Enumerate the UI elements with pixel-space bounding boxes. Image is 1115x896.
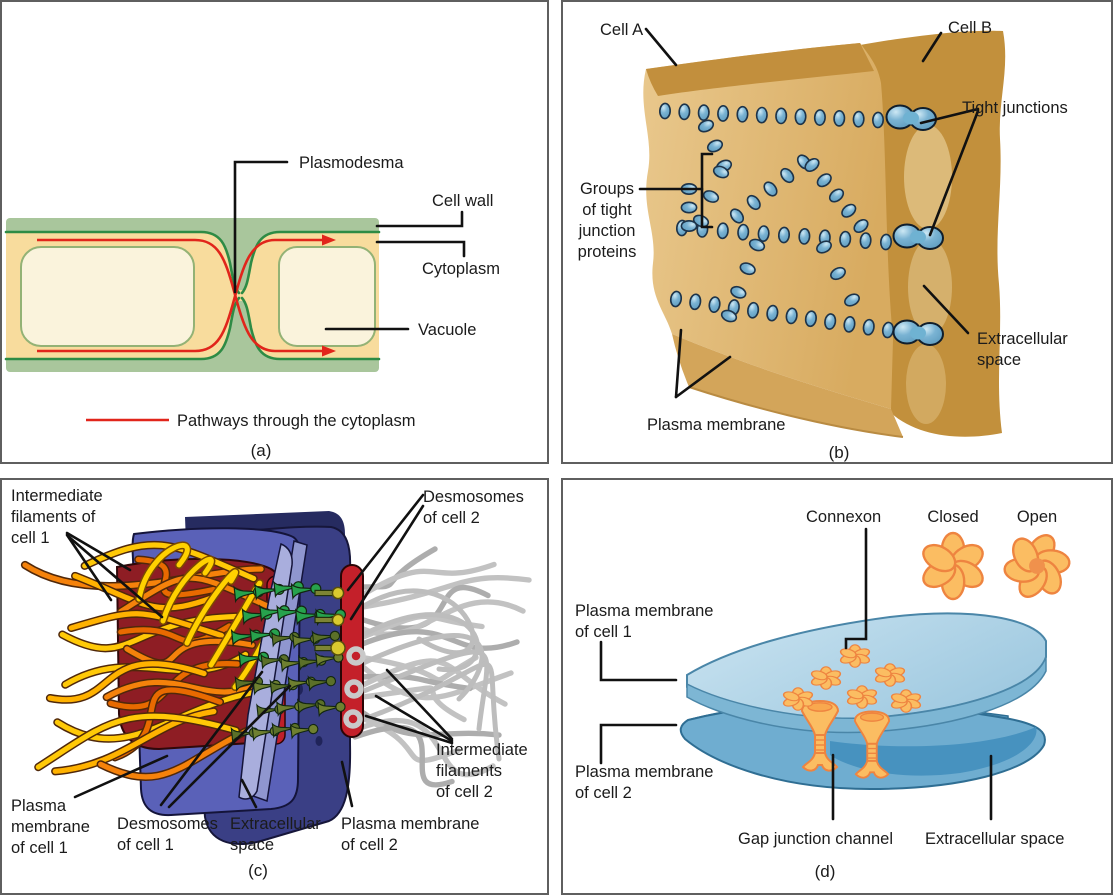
leader-plasma-membrane-2	[674, 355, 732, 399]
leader-if1	[67, 535, 164, 619]
leader-desmosomes2	[349, 504, 425, 621]
cadherin-pins	[230, 580, 347, 744]
leader-if1	[65, 531, 132, 572]
leader-desmosomes2	[346, 493, 425, 592]
leader-cytoplasm	[375, 240, 466, 258]
label-connexon: Connexon	[806, 508, 881, 526]
leader-desmosomes1	[159, 670, 264, 807]
label-closed: Closed	[927, 508, 978, 526]
membrane-speckle	[315, 736, 323, 746]
leader-if2	[385, 668, 454, 741]
panel-d-leader-lines	[599, 527, 993, 821]
leader-desmosomes1	[167, 684, 292, 809]
panel-c-leader-lines	[65, 493, 454, 809]
label-plasmodesma: Plasmodesma	[299, 154, 404, 172]
leader-connexon	[844, 527, 868, 650]
leader-pm1	[599, 640, 678, 682]
connexons-on-membrane	[782, 644, 922, 713]
leader-if2	[364, 714, 454, 745]
cell-a-top-fold	[646, 43, 874, 96]
panel-a-plasmodesmata: Plasmodesma Cell wall Cytoplasm Vacuole …	[0, 0, 549, 464]
cell-b-inner-shade	[908, 239, 952, 335]
leader-cell-b	[921, 31, 943, 63]
leader-plasmodesma	[233, 160, 289, 294]
leader-pm2	[599, 723, 678, 765]
leader-extracellular-space	[922, 284, 970, 335]
filament-anchor-rings	[343, 646, 366, 729]
tight-junction-protein-beads	[658, 102, 895, 339]
label-cell-wall: Cell wall	[432, 192, 493, 210]
label-cytoplasm: Cytoplasm	[422, 260, 500, 278]
label-plasma-membrane: Plasma membrane	[647, 416, 785, 434]
plasmodesma-channel	[236, 290, 245, 301]
leader-tight-junction-2	[928, 109, 980, 237]
panel-a-drawing: Plasmodesma Cell wall Cytoplasm Vacuole …	[4, 154, 500, 460]
desmosome-illustration	[20, 511, 532, 845]
leader-tight-junction-1	[919, 107, 980, 125]
plant-cell-illustration	[4, 218, 381, 372]
cell-a-bottom-flap	[672, 334, 903, 437]
pathway-arrowhead	[322, 234, 336, 246]
tight-junction-illustration	[643, 30, 1006, 438]
label-cell-b: Cell B	[948, 19, 992, 37]
label-vacuole: Vacuole	[418, 321, 476, 339]
label-open: Open	[1017, 508, 1057, 526]
cell-b-inner-shade	[906, 344, 946, 424]
cell2-membrane-shadow	[830, 727, 1037, 776]
cadherin-pins-yellow	[314, 586, 346, 656]
label-extracellular-space: Extracellular space	[925, 830, 1064, 848]
label-cell-a: Cell A	[600, 21, 643, 39]
panel-a-leader-lines	[86, 160, 466, 422]
pathway-arrowhead	[322, 345, 336, 357]
vacuole-right	[278, 246, 376, 347]
label-tight-junctions: Tight junctions	[962, 99, 1068, 117]
vacuole-left	[20, 246, 195, 347]
groups-bracket	[700, 152, 714, 229]
leader-if1	[65, 533, 113, 602]
leader-extracellular	[240, 778, 258, 809]
leader-cell-a	[644, 27, 678, 67]
leader-if2	[374, 694, 454, 743]
panel-b-leader-lines	[638, 27, 980, 399]
intermediate-filaments-cell2	[352, 546, 532, 788]
leader-plasma-membrane-1	[674, 328, 683, 399]
connexon-states	[922, 531, 1071, 601]
panel-letter-a: (a)	[251, 441, 272, 460]
legend-label: Pathways through the cytoplasm	[177, 412, 415, 430]
leader-pm2	[340, 760, 354, 808]
tight-junction-pairs	[885, 104, 944, 346]
panel-letter-b: (b)	[829, 443, 850, 462]
panel-letter-d: (d)	[815, 862, 836, 881]
leader-cell-wall	[375, 210, 464, 228]
flap-fold-line	[688, 386, 904, 438]
leader-pm1	[73, 754, 169, 799]
gap-junction-illustration	[679, 531, 1071, 791]
cell-b-inner-shade	[904, 125, 952, 229]
panel-letter-c: (c)	[248, 861, 268, 880]
label-gap-junction-channel: Gap junction channel	[738, 830, 893, 848]
